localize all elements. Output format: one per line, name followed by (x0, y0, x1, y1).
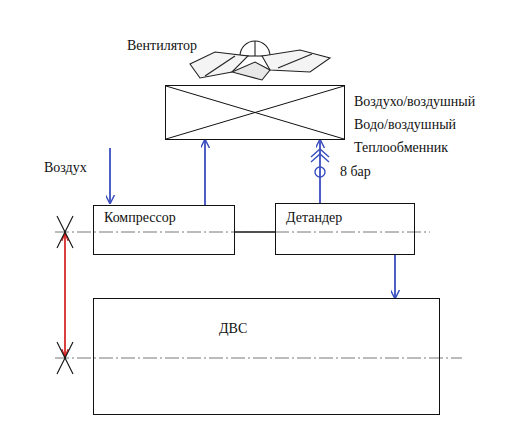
box-title: Компрессор (104, 210, 176, 227)
dimension-mark (57, 216, 73, 374)
heat-exchanger: Воздухо/воздушный Водо/воздушный Теплооб… (165, 85, 345, 140)
box-title: ДВС (219, 321, 247, 338)
expander-box: Детандер (275, 203, 415, 255)
engine-box: ДВС (93, 298, 440, 415)
part-label: Вентилятор (127, 38, 197, 55)
flow-arrow (394, 255, 396, 298)
flow-arrow (319, 140, 321, 203)
compressor-box: Компрессор (93, 205, 235, 255)
flow-arrow (204, 140, 206, 205)
pressure-label: 8 бар (338, 164, 373, 181)
part-label: Воздухо/воздушный Водо/воздушный Теплооб… (354, 90, 504, 159)
centerline (55, 232, 462, 358)
exchanger-cross (166, 86, 344, 139)
dimension-line (64, 234, 66, 356)
air-arrow (109, 148, 111, 203)
fan-symbol (190, 41, 330, 80)
box-title: Детандер (286, 210, 342, 227)
part-label: Воздух (44, 160, 87, 177)
